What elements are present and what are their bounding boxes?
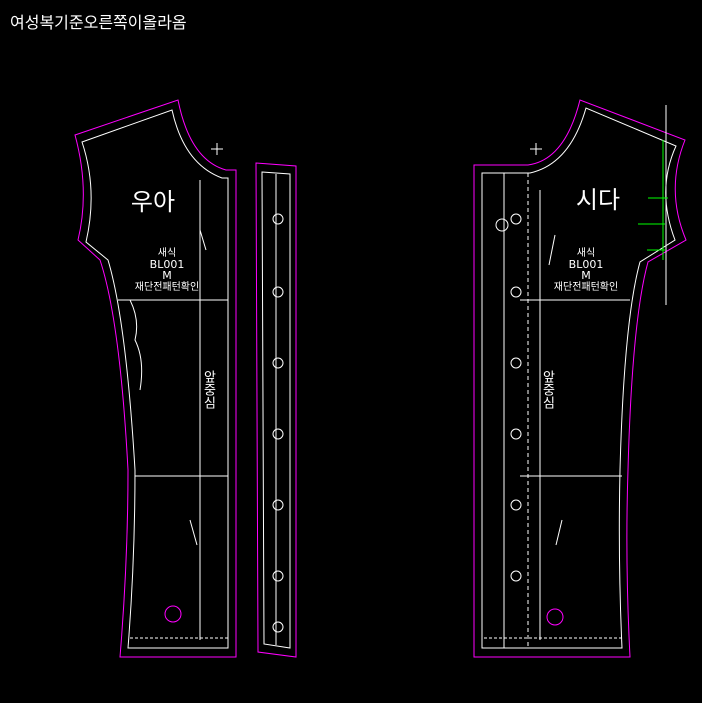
placket-piece[interactable] (255, 162, 297, 658)
left-code: BL001 (150, 258, 185, 271)
left-front-piece[interactable] (74, 99, 237, 658)
right-style-label: 새식 (577, 247, 595, 259)
left-center-label: 앞중심 (201, 370, 216, 409)
drawing-title: 여성복기준오른쪽이올라옴 (10, 13, 187, 32)
left-piece-name: 우아 (131, 188, 175, 216)
left-size: M (162, 269, 172, 282)
right-piece-name: 시다 (576, 186, 620, 214)
right-front-piece[interactable] (473, 99, 687, 658)
left-style-label: 새식 (158, 247, 176, 259)
right-code: BL001 (569, 258, 604, 271)
right-note: 재단전패턴확인 (554, 281, 618, 293)
right-size: M (581, 269, 591, 282)
right-center-label: 앞중심 (540, 370, 555, 409)
left-note: 재단전패턴확인 (135, 281, 199, 293)
